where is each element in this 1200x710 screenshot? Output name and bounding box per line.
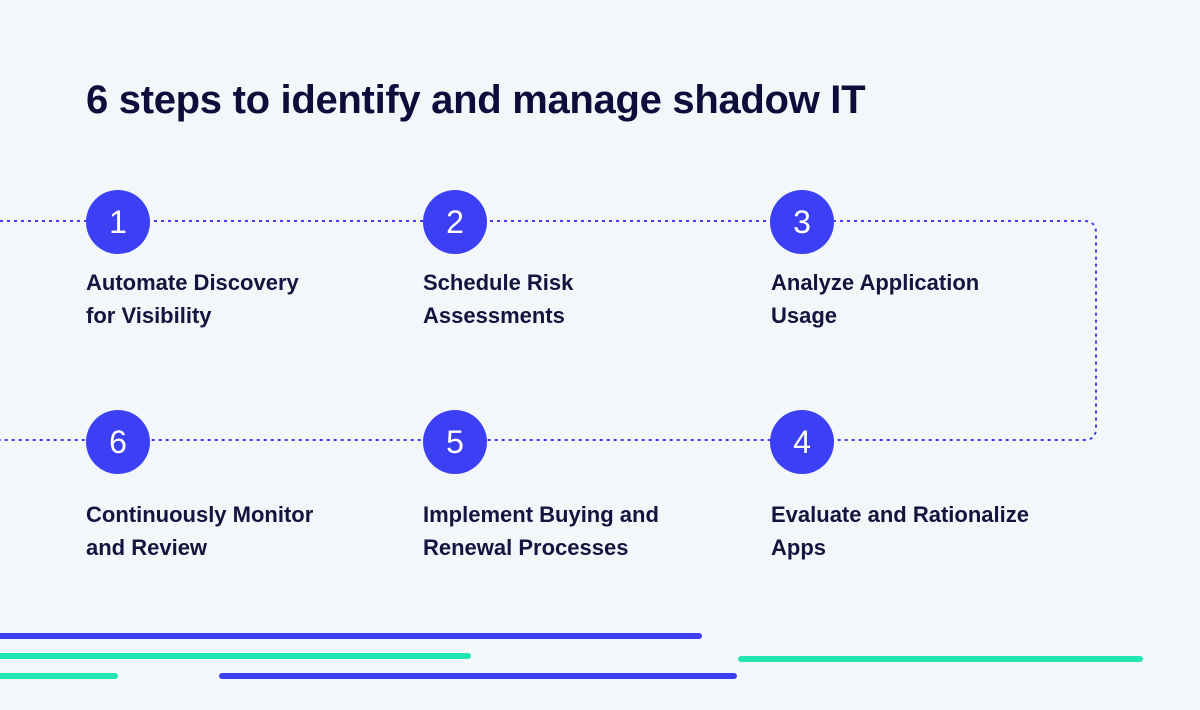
step-number-badge: 2 bbox=[423, 190, 487, 254]
step-label: Automate Discovery for Visibility bbox=[86, 270, 299, 328]
step-label: Evaluate and Rationalize Apps bbox=[771, 502, 1029, 560]
decorative-bar-blue bbox=[0, 633, 702, 639]
step-label: Analyze Application Usage bbox=[771, 270, 980, 328]
step-number-badge: 6 bbox=[86, 410, 150, 474]
step-number-badge: 3 bbox=[770, 190, 834, 254]
step-number-badge: 1 bbox=[86, 190, 150, 254]
decorative-bar-green bbox=[0, 673, 118, 679]
decorative-bar-green bbox=[0, 653, 471, 659]
decorative-bar-green bbox=[738, 656, 1143, 662]
step-number-badge: 4 bbox=[770, 410, 834, 474]
step-number-badge: 5 bbox=[423, 410, 487, 474]
step-label: Implement Buying and Renewal Processes bbox=[423, 502, 659, 560]
step-label: Schedule Risk Assessments bbox=[423, 270, 574, 328]
decorative-bar-blue bbox=[219, 673, 737, 679]
page-title: 6 steps to identify and manage shadow IT bbox=[86, 78, 866, 122]
step-label: Continuously Monitor and Review bbox=[86, 502, 314, 560]
